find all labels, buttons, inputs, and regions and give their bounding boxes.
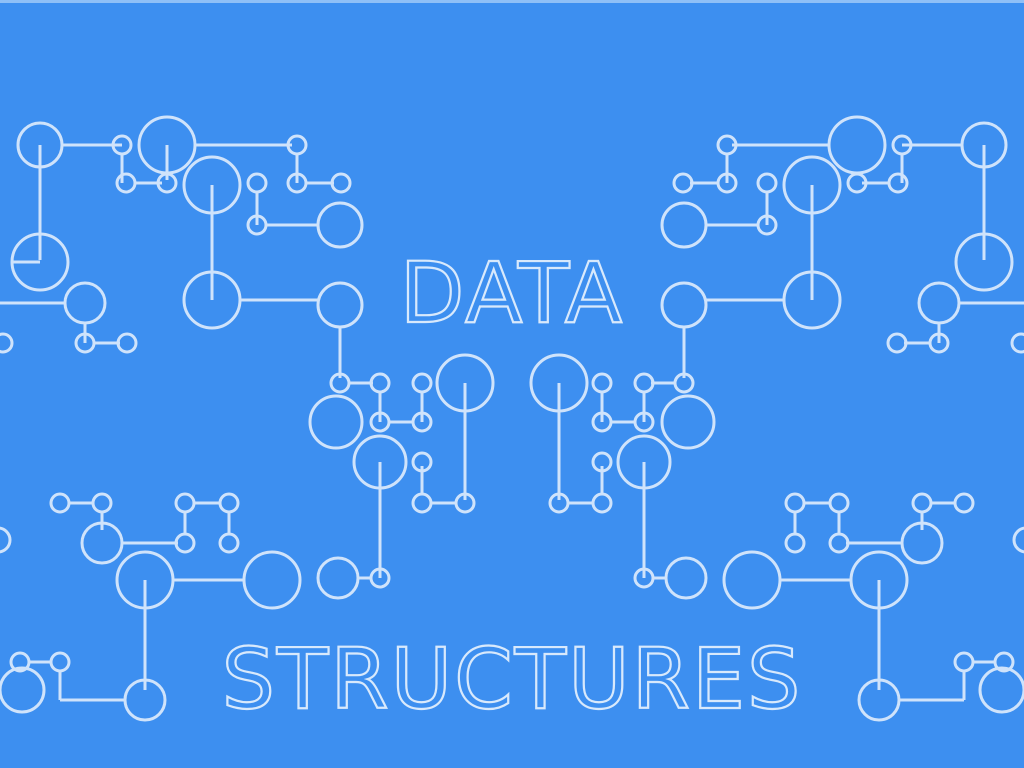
top-border	[0, 0, 1024, 3]
node-network-right	[529, 115, 1024, 722]
title-structures: STRUCTURES	[222, 630, 803, 728]
title-data: DATA	[400, 244, 624, 342]
node-network-left	[0, 115, 495, 722]
